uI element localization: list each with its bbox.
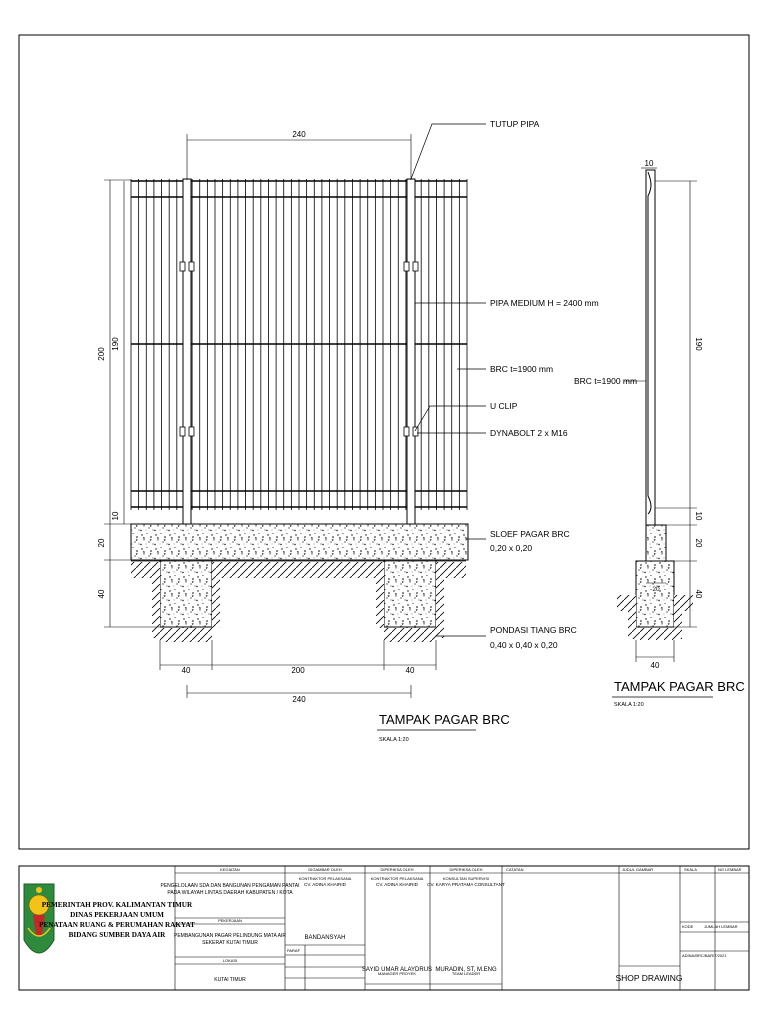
side-dim-20-inner: 20 (652, 586, 660, 593)
label-sloof-2: 0,20 x 0,20 (490, 543, 532, 553)
side-dim-40-bottom: 40 (651, 661, 660, 670)
side-dim-10: 10 (694, 512, 703, 521)
diperiksa2-company: CV. KARYA PRATAMA CONSULTANT (427, 882, 505, 887)
diperiksa1-company: CV. ADINA KHAIRID (376, 882, 419, 887)
pekerjaan-line-1: PEMBANGUNAN PAGAR PELINDUNG MATA AIR (174, 933, 286, 939)
leader-lines (410, 123, 486, 637)
diperiksa2-role: KONSULTAN SUPERVISI (443, 876, 489, 881)
side-sloof (645, 524, 667, 562)
lokasi-text: KUTAI TIMUR (214, 977, 246, 983)
side-foundation (635, 560, 675, 628)
kode-label: KODE (682, 924, 694, 929)
title-block: PEMERINTAH PROV. KALIMANTAN TIMUR DINAS … (18, 865, 750, 991)
head-diperiksa-1: DIPERIKSA OLEH (380, 867, 413, 872)
foundation-right (383, 559, 437, 628)
dim-190: 190 (111, 337, 120, 351)
digambar-name: BANDANSYAH (305, 935, 346, 941)
label-brc: BRC t=1900 mm (490, 364, 553, 374)
label-dynabolt: DYNABOLT 2 x M16 (490, 428, 568, 438)
dim-10: 10 (111, 511, 120, 520)
side-view-title: TAMPAK PAGAR BRC (614, 679, 745, 694)
dim-40-right: 40 (406, 666, 415, 675)
head-diperiksa-2: DIPERIKSA OLEH (449, 867, 482, 872)
agency-line-3: PENATAAN RUANG & PERUMAHAN RAKYAT (39, 921, 195, 929)
dim-200-bottom: 200 (291, 666, 305, 675)
label-pondasi-1: PONDASI TIANG BRC (490, 625, 577, 635)
dimension-lines (104, 134, 437, 698)
agency-line-2: DINAS PEKERJAAN UMUM (70, 911, 164, 919)
side-view-scale: SKALA 1:20 (614, 702, 644, 708)
kegiatan-line-1: PENGELOLAAN SDA DAN BANGUNAN PENGAMAN PA… (160, 883, 299, 889)
diperiksa1-name: SAYID UMAR ALAYDRUS (362, 967, 432, 973)
side-dim-40: 40 (694, 590, 703, 599)
label-sloof-1: SLOEF PAGAR BRC (490, 529, 570, 539)
side-dim-190: 190 (694, 337, 703, 351)
head-digambar: DIGAMBAR OLEH (308, 867, 341, 872)
label-tutup-pipa: TUTUP PIPA (490, 119, 540, 129)
foundation-left (159, 559, 213, 628)
front-view-title: TAMPAK PAGAR BRC (379, 712, 510, 727)
front-view-scale: SKALA 1:20 (379, 737, 409, 743)
label-u-clip: U CLIP (490, 401, 518, 411)
label-pipa-medium: PIPA MEDIUM H = 2400 mm (490, 298, 599, 308)
digambar-role: KONTRAKTOR PELAKSANA (299, 876, 352, 881)
head-pekerjaan: PEKERJAAN (218, 918, 242, 923)
jumlah-label: JUMLAH LEMBAR (704, 924, 738, 929)
diperiksa2-name: MURADIN, ST, M.ENG (435, 967, 497, 973)
head-no-lembar: NO LEMBAR (718, 867, 742, 872)
dim-240-top: 240 (292, 130, 306, 139)
digambar-company: CV. ADINA KHAIRID (304, 882, 347, 887)
head-skala: SKALA (684, 867, 697, 872)
provincial-emblem (23, 883, 55, 954)
paraf-label: PARAF (287, 948, 301, 953)
dim-40-side: 40 (97, 589, 106, 598)
side-dim-20: 20 (694, 539, 703, 548)
head-kegiatan: KEGIATAN (220, 867, 240, 872)
dim-40-left: 40 (182, 666, 191, 675)
head-lokasi: LOKASI (223, 958, 237, 963)
kode-value: ADINA/BRC/BAR/7/2021 (682, 953, 727, 958)
head-judul: JUDUL GAMBAR (622, 867, 653, 872)
pekerjaan-line-2: SEKERAT KUTAI TIMUR (202, 940, 258, 946)
dim-240-bottom: 240 (292, 695, 306, 704)
diperiksa1-title: MANAGER PROYEK (378, 971, 416, 976)
u-clips (179, 261, 419, 437)
side-dimension-lines (624, 167, 697, 662)
dim-20: 20 (97, 538, 106, 547)
agency-line-4: BIDANG SUMBER DAYA AIR (69, 931, 167, 939)
side-post (645, 169, 656, 526)
side-label-brc: BRC t=1900 mm (574, 376, 637, 386)
diperiksa1-role: KONTRAKTOR PELAKSANA (371, 876, 424, 881)
sloof-beam (130, 523, 469, 561)
kegiatan-line-2: PADA WILAYAH LINTAS DAERAH KABUPATEN / K… (167, 890, 293, 896)
side-view: 10 190 10 20 40 20 40 BRC t=1900 mm TAMP… (574, 159, 745, 708)
side-mesh (647, 171, 652, 515)
drawing-title: SHOP DRAWING (615, 973, 682, 983)
agency-line-1: PEMERINTAH PROV. KALIMANTAN TIMUR (42, 901, 193, 909)
head-catatan: CATATAN (506, 867, 524, 872)
front-view: 240 200 190 10 20 40 40 200 40 240 TUTUP… (97, 119, 599, 743)
diperiksa2-title: TEAM LEADER (452, 971, 480, 976)
label-pondasi-2: 0,40 x 0,40 x 0,20 (490, 640, 558, 650)
side-dim-10-top: 10 (645, 159, 654, 168)
side-soil (617, 595, 693, 640)
soil-hatch (131, 562, 466, 642)
dim-200: 200 (97, 347, 106, 361)
